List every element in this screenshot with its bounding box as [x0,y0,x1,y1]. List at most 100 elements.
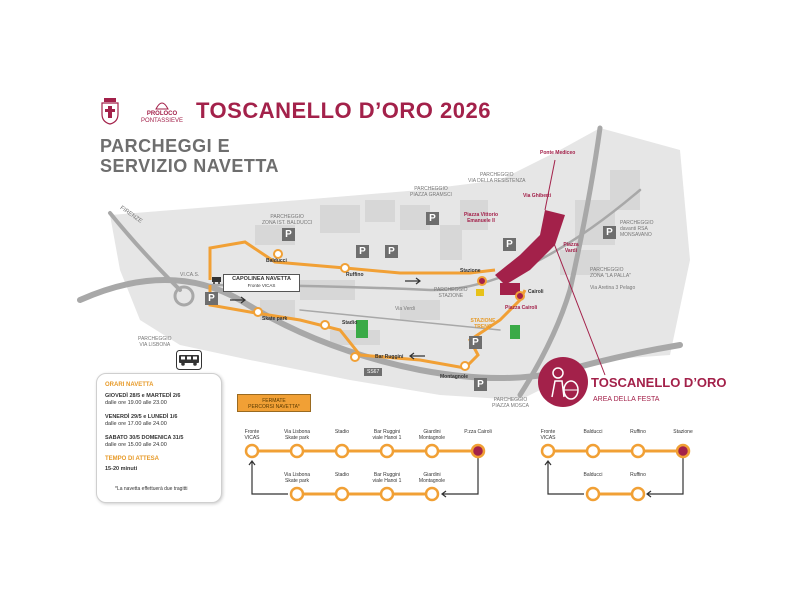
festival-area-badge [538,357,588,407]
proloco-shell-icon [155,102,169,110]
stop-cairoli[interactable] [515,291,525,301]
schema-a-stop [379,443,395,459]
stop-montagnole[interactable] [460,361,470,371]
parking-sign-resistenza[interactable]: P [503,238,516,251]
direction-arrow [405,277,421,285]
area-pointer-line [547,227,606,376]
coat-of-arms-icon [101,98,119,125]
roundabout [173,285,195,307]
slot1-days: GIOVEDÌ 28/5 e MARTEDÌ 2/6 [105,393,181,399]
stop-label-stazione: Stazione [460,268,481,274]
label-via-ghiberti: Via Ghiberti [523,193,551,199]
schema-a-stop [289,486,305,502]
schema-a-return-arrow [441,458,479,498]
stop-stazione[interactable] [477,276,487,286]
stop-ruffino[interactable] [340,263,350,273]
label-via-aretina: Via Aretina 3 Pelago [590,285,636,291]
orari-heading: ORARI NAVETTA [105,382,154,388]
stop-label-montagnole: Montagnole [440,374,469,380]
schema-a-bottom-label: Stadio [334,472,350,478]
parking-sign-mosca-1[interactable]: P [469,336,482,349]
festival-area-title: TOSCANELLO D’ORO [591,375,727,390]
schema-a-stop [289,443,305,459]
attesa-heading: TEMPO DI ATTESA [105,456,159,462]
label-stazione-treno: STAZIONE TRENO [470,318,496,330]
schema-a-back-arrow [248,460,288,495]
schema-a-stop [244,443,260,459]
parking-sign-gramsci-2[interactable]: P [385,245,398,258]
schema-a-stop [424,443,440,459]
proloco-logo: PROLOCO PONTASSIEVE [136,100,188,125]
stadium-green [356,320,368,338]
schema-a-terminal [470,443,486,459]
capolinea-sub: Fronte VICAS [247,283,276,288]
shuttle-route-a [208,285,527,370]
parking-sign-lisbona[interactable]: P [205,292,218,305]
parking-sign-mosca-2[interactable]: P [474,378,487,391]
shuttle-note: *La navetta effettuerà due tragitti [115,486,188,492]
subtitle-line2: SERVIZIO NAVETTA [100,156,280,176]
park-green [510,325,520,339]
label-piazza-vittorio: Piazza Vittorio Emanuele II [463,212,499,224]
label-ss67: SS67 [364,368,383,376]
parking-sign-gramsci-1[interactable]: P [356,245,369,258]
capolinea-title: CAPOLINEA NAVETTA [232,276,291,282]
stop-label-ruffino: Ruffino [346,272,364,278]
label-piazza-cairoli: Piazza Cairoli [505,305,538,311]
festival-area-subtitle: AREA DELLA FESTA [593,396,660,403]
label-piazza-vardi: Piazza Vardi [563,242,579,254]
stop-stadio[interactable] [320,320,330,330]
stop-label-stadio: Stadio [342,320,358,326]
legend-badge: FERMATE PERCORSI NAVETTA* [237,394,311,412]
shuttle-van-icon [176,350,202,370]
map-building-blocks [255,170,640,345]
stop-bar-ruggini[interactable] [350,352,360,362]
road-north [517,125,603,398]
festival-area [495,210,565,285]
label-via-verdi: Via Verdi [395,306,415,312]
schema-b-stop [585,443,601,459]
ponte-pointer-line [544,159,556,211]
direction-arrow [409,352,425,360]
bus-icon [212,277,221,284]
winemaker-figure-icon [551,367,579,400]
slot2-days: VENERDÌ 29/5 e LUNEDÌ 1/6 [105,414,178,420]
schema-a-top-label: P.zza Cairoli [464,429,492,435]
proloco-line1: PROLOCO [146,111,178,117]
road-firenze [108,211,182,292]
schema-a-stop [334,443,350,459]
festival-area-2 [500,283,520,295]
legend-line1: FERMATE [262,398,286,404]
schema-b-top-label: Balducci [583,429,603,435]
parking-sign-rsa[interactable]: P [603,226,616,239]
schema-b-stop [540,443,556,459]
stop-balducci[interactable] [273,249,283,259]
schema-b-stop [630,486,646,502]
schema-b-terminal [675,443,691,459]
schema-a-stop [334,486,350,502]
map-land-area [110,128,690,400]
stop-label-skate-park: Skate park [262,316,288,322]
parking-sign-balducci[interactable]: P [282,228,295,241]
stop-skate-park[interactable] [253,307,263,317]
capolinea-box[interactable]: CAPOLINEA NAVETTA Fronte VICAS [223,274,300,292]
parking-sign-gramsci-3[interactable]: P [426,212,439,225]
slot1-hours: dalle ore 19.00 alle 23.00 [105,400,167,406]
schema-a-top-label: Stadio [334,429,350,435]
stop-label-balducci: Balducci [266,258,287,264]
schema-b-bottom-label: Balducci [583,472,603,478]
schema-b-back-arrow [544,460,584,495]
proloco-line2: PONTASSIEVE [141,118,183,124]
schema-a-stop [424,486,440,502]
attesa-value: 15-20 minuti [105,466,138,472]
